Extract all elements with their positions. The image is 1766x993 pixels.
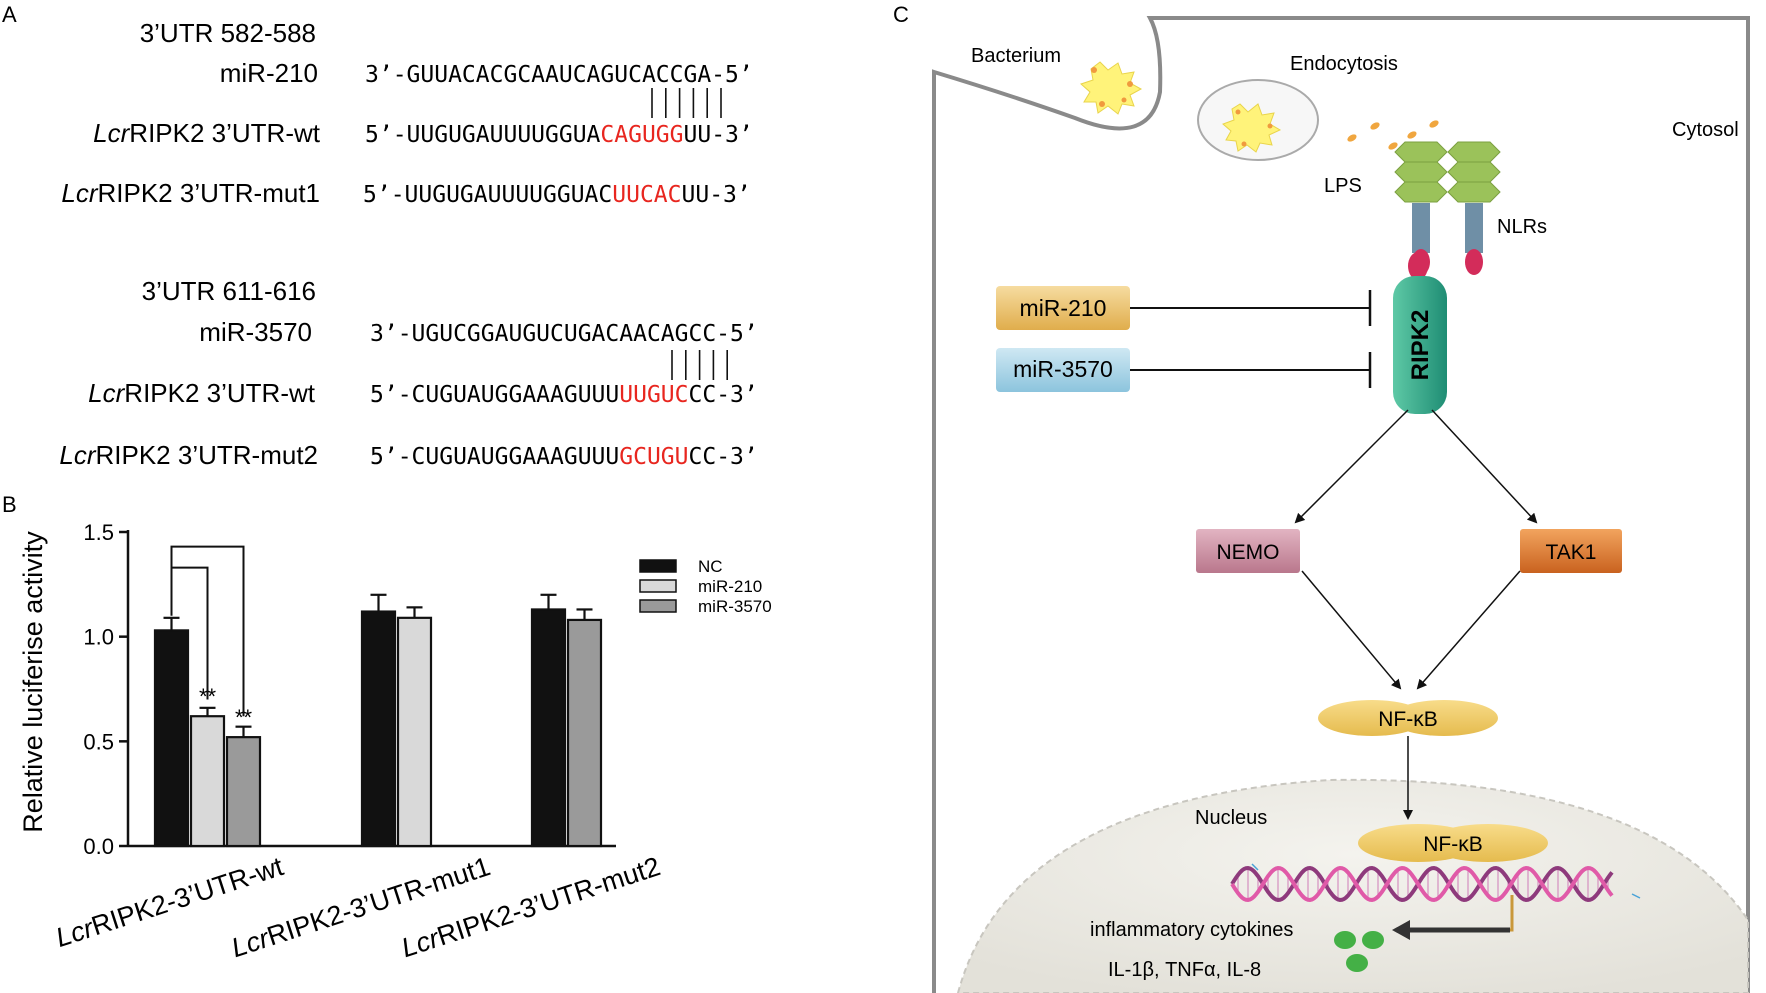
bar-mir-210 (396, 616, 433, 848)
bar-mir-3570 (225, 736, 262, 848)
endocytosis-label: Endocytosis (1290, 53, 1398, 75)
construct-name-mut1: LcrRIPK2 3’UTR-mut1 (61, 178, 320, 208)
nlrs-label: NLRs (1497, 216, 1547, 238)
construct-name-mut2: LcrRIPK2 3’UTR-mut2 (59, 440, 318, 470)
nfkb-cytosol-label: NF-κB (1378, 708, 1438, 731)
panel-b: B Relative luciferise activity 0.0 0.5 1.0… (2, 492, 772, 963)
bar-chart: 0.00.51.01.5LcrRIPK2-3’UTR-wtLcrRIPK2-3’… (52, 520, 664, 963)
nlr-receptor-right (1447, 141, 1501, 275)
bacterium-label: Bacterium (971, 45, 1061, 67)
cytokine-list: IL-1β, TNFα, IL-8 (1108, 959, 1261, 981)
construct-name-wt-2: LcrRIPK2 3’UTR-wt (88, 378, 316, 408)
base-pair-lines-2 (671, 350, 729, 380)
engulfed-bacterium-icon (1222, 103, 1282, 153)
tak1-label: TAK1 (1546, 541, 1597, 564)
mir210-box (996, 286, 1130, 330)
y-axis-label: Relative luciferise activity (18, 531, 48, 833)
ripk2-card-domain (1408, 252, 1428, 280)
dna-tick-right (1631, 893, 1641, 899)
nfkb-nucleus-label: NF-κB (1423, 833, 1483, 856)
panel-c-label: C (893, 2, 909, 27)
bar-nc (360, 610, 397, 848)
arrow-nemo-to-nfkb (1301, 570, 1402, 690)
arrow-ripk2-to-nemo (1294, 409, 1409, 524)
legend-label-mir3570: miR-3570 (698, 597, 772, 616)
significance-stars: ** (235, 705, 253, 730)
nfkb-cytosolic (1318, 700, 1498, 736)
construct-sequence-mut1: 5’-UUGUGAUUUUGGUACUUCACUU-3’ (363, 182, 751, 208)
bar-mir-210 (189, 715, 226, 848)
mir3570-box (996, 348, 1130, 392)
significance-stars: ** (199, 684, 217, 709)
cytosol-label: Cytosol (1672, 119, 1739, 141)
cytokine-molecules (1334, 931, 1384, 972)
nemo-label: NEMO (1217, 541, 1280, 564)
mirna-sequence-1: 3’-GUUACACGCAAUCAGUCACCGA-5’ (365, 62, 753, 88)
legend-label-nc: NC (698, 557, 723, 576)
panel-b-label: B (2, 492, 17, 517)
dna-helix (1230, 865, 1614, 903)
bacterium-icon (1080, 61, 1143, 115)
construct-sequence-wt-2: 5’-CUGUAUGGAAAGUUUUUGUCCC-3’ (370, 382, 758, 408)
bar-mir-3570 (566, 618, 603, 848)
dna-tick-left (1251, 863, 1259, 871)
y-tick-label: 0.0 (83, 834, 114, 859)
mir210-box-label: miR-210 (1020, 295, 1107, 321)
significance-bracket-mir3570 (170, 545, 245, 717)
construct-sequence-mut2: 5’-CUGUAUGGAAAGUUUGCUGUCC-3’ (370, 444, 758, 470)
mutation-highlight: GCUGU (619, 444, 688, 470)
bar-nc (153, 629, 190, 848)
nucleus-label: Nucleus (1195, 807, 1267, 829)
mirna-label-2: miR-3570 (199, 317, 312, 347)
base-pair-lines-1 (651, 88, 722, 118)
y-tick-label: 1.5 (83, 520, 114, 545)
seed-highlight: UUGUC (619, 382, 688, 408)
panel-c: C Bacterium Endocytosis Cytosol LPS (893, 2, 1750, 993)
mirna-label-1: miR-210 (220, 58, 318, 88)
panel-a-label: A (2, 2, 17, 27)
y-tick-label: 0.5 (83, 729, 114, 754)
construct-name-wt-1: LcrRIPK2 3’UTR-wt (93, 118, 321, 148)
seed-highlight: CAGUGG (600, 122, 683, 148)
lps-particles (1347, 120, 1439, 150)
legend-swatch-nc (639, 559, 677, 573)
cytokines-label: inflammatory cytokines (1090, 919, 1293, 941)
cell-membrane (932, 16, 1750, 993)
significance-bracket-mir210 (171, 566, 209, 700)
site-label-1: 3’UTR 582-588 (140, 18, 316, 48)
lps-label: LPS (1324, 175, 1362, 197)
site-label-2: 3’UTR 611-616 (142, 276, 316, 306)
panel-a: A 3’UTR 582-588 miR-210 3’-GUUACACGCAAUC… (2, 2, 758, 470)
legend-label-mir210: miR-210 (698, 577, 762, 596)
legend-swatch-mir3570 (639, 599, 677, 613)
ripk2-protein (1393, 276, 1447, 414)
transcription-arrow-head (1392, 920, 1410, 940)
arrow-tak1-to-nfkb (1416, 570, 1521, 690)
tak1-box (1520, 529, 1622, 573)
mirna-sequence-2: 3’-UGUCGGAUGUCUGACAACAGCC-5’ (370, 321, 758, 347)
legend-swatch-mir210 (639, 579, 677, 593)
nfkb-nuclear (1358, 824, 1548, 862)
construct-sequence-wt-1: 5’-UUGUGAUUUUGGUACAGUGGUU-3’ (365, 122, 753, 148)
chart-legend: NC miR-210 miR-3570 (639, 557, 772, 616)
nemo-box (1196, 529, 1300, 573)
y-tick-label: 1.0 (83, 625, 114, 650)
arrow-ripk2-to-tak1 (1431, 409, 1538, 524)
ripk2-label: RIPK2 (1407, 310, 1434, 381)
dna-strand-a (1230, 865, 1614, 903)
dna-strand-b (1230, 865, 1614, 903)
mutation-highlight: UUCAC (612, 182, 681, 208)
bar-nc (530, 608, 567, 848)
mir3570-box-label: miR-3570 (1013, 356, 1113, 382)
